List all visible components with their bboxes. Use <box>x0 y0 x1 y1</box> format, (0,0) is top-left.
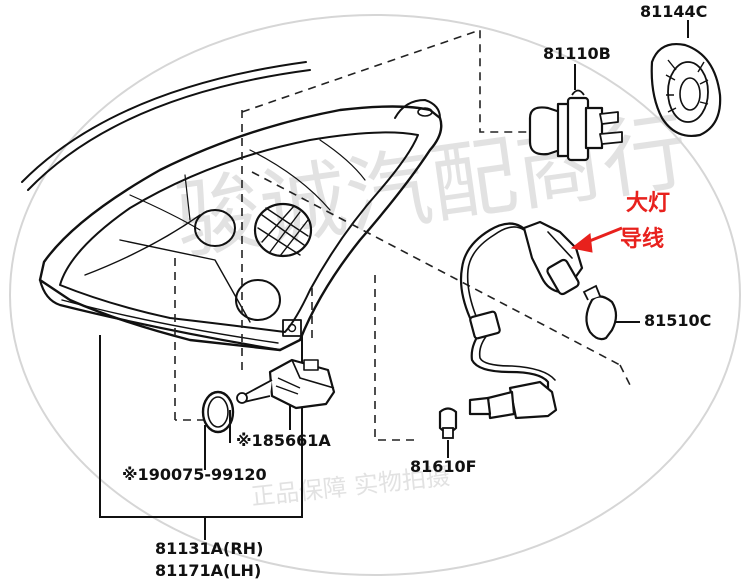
watermark-ring <box>9 14 741 576</box>
callout-arrow-icon <box>570 226 623 253</box>
socket-cover-icon <box>650 43 722 137</box>
callout-line-2: 导线 <box>620 227 665 252</box>
bulb-h4-icon <box>528 89 623 162</box>
wedge-bulb-icon <box>438 284 618 439</box>
part-label-81110b: 81110B <box>543 44 611 63</box>
part-label-81171a-lh: 81171A(LH) <box>155 561 262 580</box>
part-label-81144c: 81144C <box>640 2 708 21</box>
part-label-85661a: ※185661A <box>236 431 331 450</box>
leader-lines <box>174 28 631 441</box>
callout-line-1: 大灯 <box>626 191 671 216</box>
part-label-81510c: 81510C <box>644 311 712 330</box>
o-ring-icon <box>201 390 235 434</box>
leveling-motor-icon <box>236 358 336 410</box>
part-label-90075-99120: ※190075-99120 <box>122 465 267 484</box>
solid-leader-lines <box>99 20 689 540</box>
headlamp-assembly-icon <box>21 61 443 352</box>
part-label-81610f: 81610F <box>410 457 477 476</box>
wire-harness-icon <box>459 220 584 420</box>
part-label-81131a-rh: 81131A(RH) <box>155 539 264 558</box>
